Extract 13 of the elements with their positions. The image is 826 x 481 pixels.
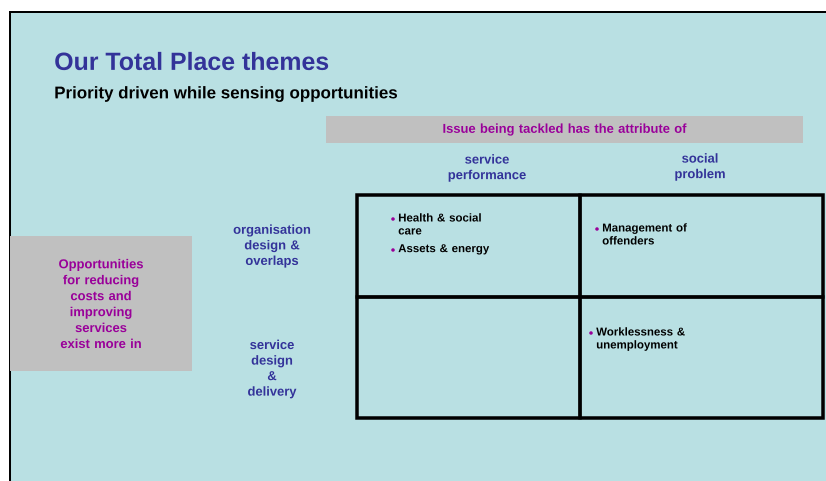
column-heading: social problem [675, 153, 725, 181]
cell-text: Health & social care [398, 213, 481, 235]
subtitle: Priority driven while sensing opportunities [55, 86, 397, 102]
label-box: Issue being tackled has the attribute of [326, 116, 803, 143]
cell-text: Assets & energy [398, 244, 490, 255]
cell-text: Management of offenders [602, 223, 687, 245]
column-heading: service performance [448, 154, 526, 182]
title: Our Total Place themes [55, 52, 328, 70]
grid-cell [578, 295, 825, 420]
label-box: Opportunities for reducing costs and improving services exist more in [10, 236, 192, 371]
cell-text: Worklessness & unemployment [596, 327, 685, 351]
row-heading: organisation design & overlaps [234, 224, 310, 268]
row-heading: service design & delivery [248, 340, 296, 398]
